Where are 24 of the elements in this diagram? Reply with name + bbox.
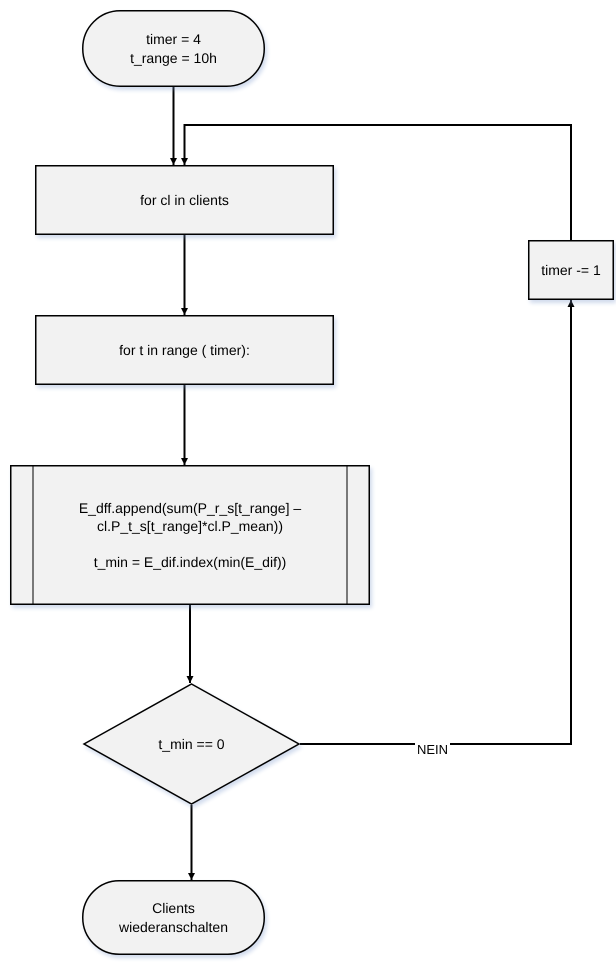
node-text: t_min = E_dif.index(min(E_dif)) [94,553,286,572]
node-text: Clients wiederanschalten [118,899,229,936]
node-text: timer -= 1 [541,260,601,280]
node-text: E_dff.append(sum(P_r_s[t_range] – cl.P_t_s[t_range]*cl.P_mean)) [78,498,302,536]
arrow [188,805,195,880]
arrow [181,124,572,240]
arrow [300,300,574,745]
predefined-process-box [10,465,370,605]
arrow [186,605,194,683]
arrow [170,87,177,165]
terminator-shape [82,880,265,955]
process-box [528,240,614,300]
node-text: t_min == 0 [158,734,225,754]
edge-label: NEIN [415,742,450,757]
node-text: timer = 4 [146,30,201,48]
arrow [181,385,188,465]
decision-diamond [83,683,300,805]
node-text: for t in range ( timer): [119,340,250,360]
terminator-shape [82,10,265,87]
node-text: for cl in clients [140,190,229,210]
node-text: t_range = 10h [130,48,217,67]
process-box [35,315,334,385]
process-box [35,165,334,235]
arrow [181,235,188,315]
